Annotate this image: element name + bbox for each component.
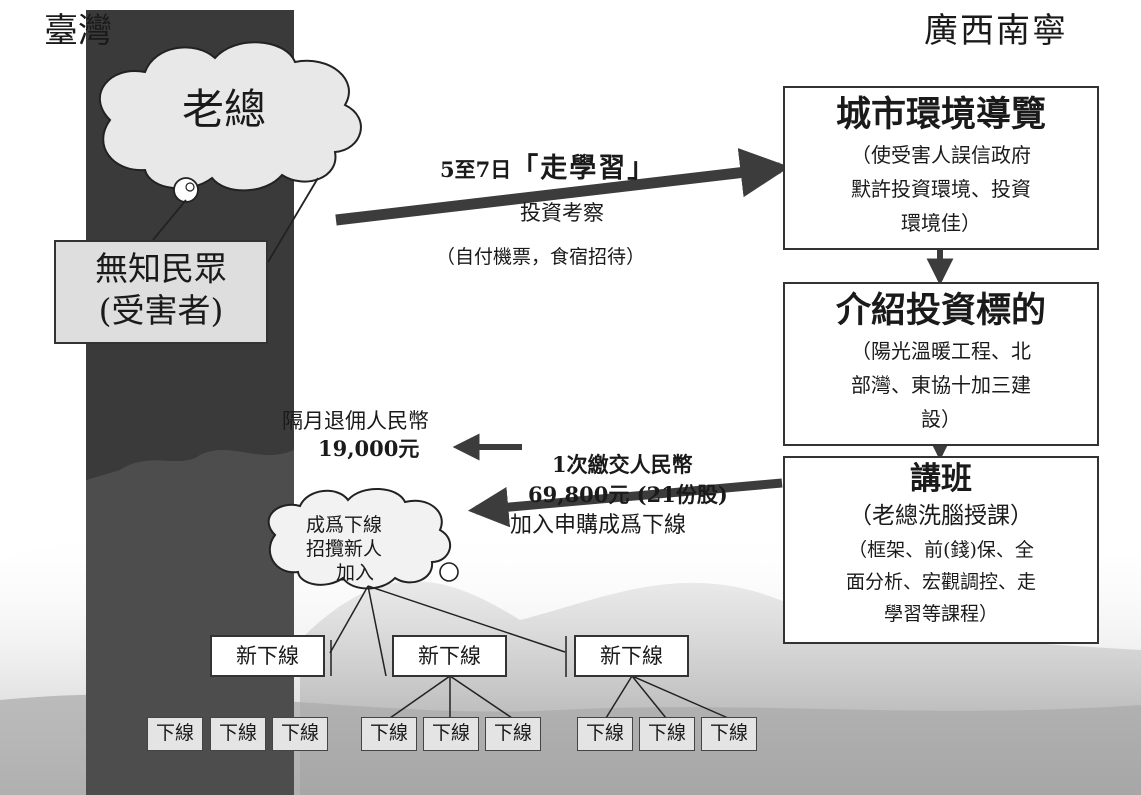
victim-pointer-right [267,177,319,263]
step-city-tour-title: 城市環境導覽 [835,94,1046,135]
pillar-shading [86,450,294,795]
step-investment-target: 介紹投資標的 （陽光溫暖工程、北 部灣、東協十加三建 設） [783,282,1099,446]
trip-duration: 5至7日 [440,157,512,182]
step-investment-target-title: 介紹投資標的 [835,290,1046,331]
downline-box: 下線 [210,717,266,751]
step-lecture: 講班 （老總洗腦授課） （框架、前(錢)保、全 面分析、宏觀調控、走 學習等課程… [783,456,1099,644]
step-lecture-detail-2: 面分析、宏觀調控、走 [845,571,1036,593]
victims-box: 無知民眾 (受害者) [54,240,268,344]
step-city-tour-detail-2: 默許投資環境、投資 [851,177,1031,201]
step-lecture-detail-1: （框架、前(錢)保、全 [848,539,1034,561]
step-city-tour-detail-1: （使受害人誤信政府 [851,143,1031,167]
recruit-cloud [267,487,452,590]
step-city-tour: 城市環境導覽 （使受害人誤信政府 默許投資環境、投資 環境佳） [783,86,1099,250]
commission-amount: 19,000元 [318,436,420,461]
recruit-cloud-bubble [439,562,459,582]
downline-box: 下線 [701,717,757,751]
recruit-line1: 成爲下線 [306,514,383,536]
downline-box: 下線 [485,717,541,751]
downline-box: 下線 [361,717,417,751]
commission-line1: 隔月退佣人民幣 [282,409,429,433]
arrow-payment [467,478,783,528]
victims-title: 無知民眾 [95,249,227,288]
recruit-line2: 招攬新人 [306,538,383,560]
downline-box: 下線 [577,717,633,751]
new-downline-3: 新下線 [574,635,689,677]
trip-purpose: 投資考察 [520,201,604,225]
boss-cloud-bubble-small [185,182,195,192]
victims-subtitle: (受害者) [98,291,224,330]
boss-label: 老總 [182,85,267,134]
step-lecture-detail-3: 學習等課程） [883,603,998,625]
recruit-line3: 加入 [336,562,375,584]
downline-box: 下線 [639,717,695,751]
step-city-tour-detail-3: 環境佳） [901,211,981,235]
step-investment-target-detail-1: （陽光溫暖工程、北 [851,339,1031,363]
downline-box: 下線 [272,717,328,751]
payment-join-note: 加入申購成爲下線 [510,513,687,538]
new-downline-2: 新下線 [392,635,507,677]
payment-amount: 69,800元 (21份股) [528,482,728,507]
step-lecture-title: 講班 [910,461,972,497]
downline-box: 下線 [423,717,479,751]
boss-cloud-bubble-large [173,177,199,203]
downline-box: 下線 [147,717,203,751]
payment-line1: 1次繳交人民幣 [552,452,693,477]
step-investment-target-detail-2: 部灣、東協十加三建 [851,373,1031,397]
recruit-tree [329,585,729,719]
trip-title: 5至7日「走學習」 [440,152,656,186]
victim-pointer-left [152,199,187,241]
step-investment-target-detail-3: 設） [921,407,961,431]
label-guangxi-nanning: 廣西南寧 [924,11,1068,51]
trip-cost-note: （自付機票，食宿招待） [436,246,646,268]
trip-highlight: 「走學習」 [511,153,657,184]
step-lecture-subtitle: （老總洗腦授課） [849,503,1033,529]
label-taiwan: 臺灣 [44,11,112,51]
arrow-to-guangxi [335,148,790,226]
new-downline-1: 新下線 [210,635,325,677]
